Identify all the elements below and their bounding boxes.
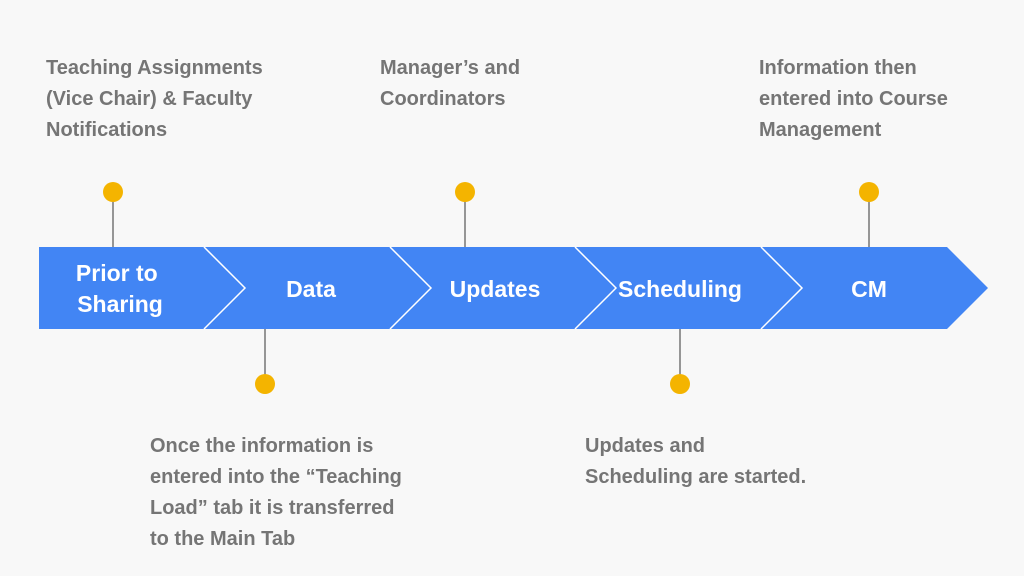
note-line: to the Main Tab [150,528,296,550]
note-course-management: Information then entered into Course Man… [759,53,948,146]
note-line: Load” tab it is transferred [150,497,395,519]
chevron-separator [760,246,804,330]
marker-dot [103,182,123,202]
stage-label-cm: CM [851,276,887,302]
note-managers-coordinators: Manager’s and Coordinators [380,53,520,115]
note-line: entered into the “Teaching [150,466,402,488]
marker-dot [455,182,475,202]
chevron-separator [203,246,247,330]
note-line: Coordinators [380,88,506,110]
stage-label-data: Data [286,276,336,302]
marker-dot [255,374,275,394]
stage-label-updates: Updates [450,276,541,302]
chevron-separator [389,246,433,330]
note-line: Once the information is [150,435,374,457]
chevron-separator [574,246,618,330]
note-line: Teaching Assignments [46,57,263,79]
marker-dot [859,182,879,202]
note-line: entered into Course [759,88,948,110]
note-line: Manager’s and [380,57,521,79]
marker-dot [670,374,690,394]
process-arrow [39,247,988,329]
note-line: Scheduling are started. [585,466,807,488]
note-line: Notifications [46,119,168,141]
note-updates-scheduling-started: Updates and Scheduling are started. [585,431,806,493]
stage-label-scheduling: Scheduling [618,276,742,302]
note-line: Information then [759,57,917,79]
note-line: (Vice Chair) & Faculty [46,88,253,110]
note-line: Updates and [585,435,706,457]
note-teaching-load-transfer: Once the information is entered into the… [150,431,402,555]
note-teaching-assignments: Teaching Assignments (Vice Chair) & Facu… [46,53,263,146]
stage-label-prior-to-sharing: Prior to Sharing [76,260,164,317]
note-line: Management [759,119,882,141]
